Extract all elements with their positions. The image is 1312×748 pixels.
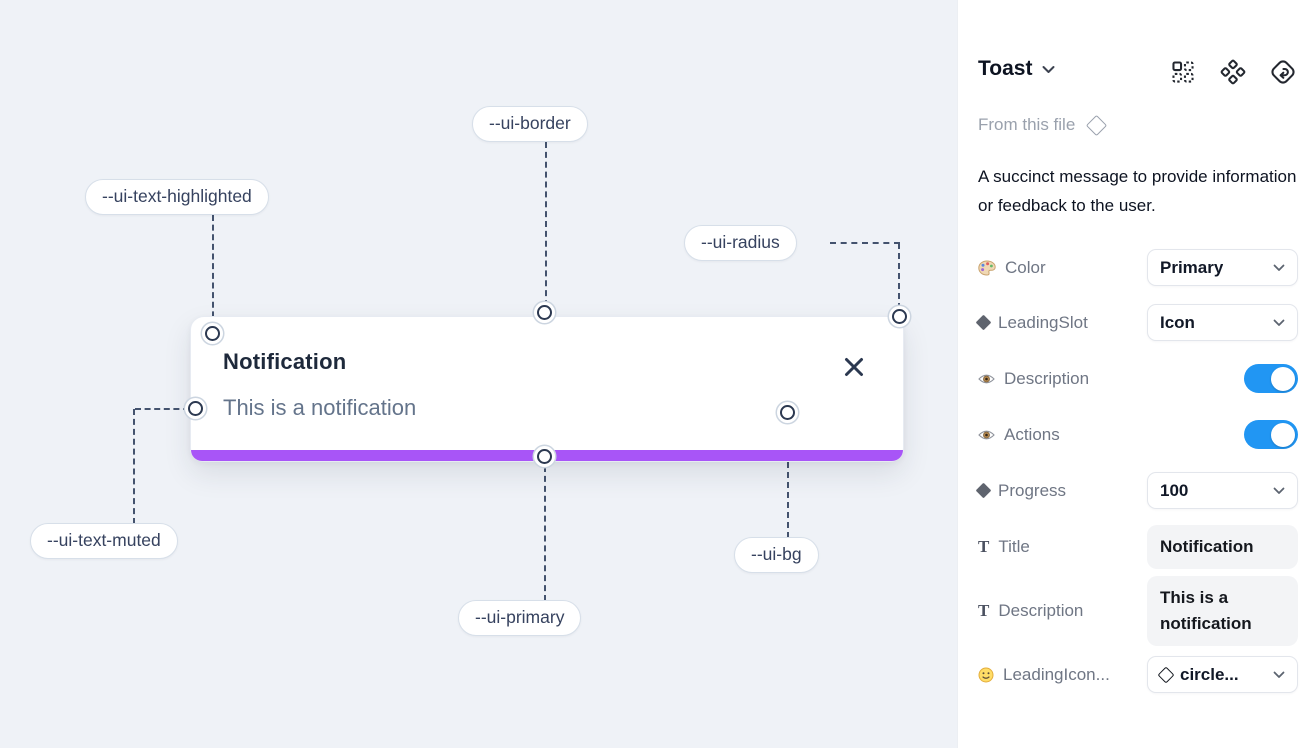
property-label: Progress — [975, 480, 1067, 501]
property-label-text: Title — [998, 537, 1030, 556]
component-diamond-icon[interactable] — [1086, 114, 1108, 136]
property-row-color: Color Primary — [978, 249, 1298, 286]
toggle-knob — [1271, 366, 1295, 391]
line-ui-bg — [787, 422, 789, 538]
property-row-description-text: T Description This is a notification — [978, 575, 1298, 647]
connector-bg[interactable] — [780, 405, 795, 420]
return-to-component-icon[interactable] — [1270, 59, 1296, 85]
connector-primary[interactable] — [537, 449, 552, 464]
eye-icon — [978, 373, 995, 385]
connector-text-highlighted[interactable] — [205, 326, 220, 341]
progress-select-value: 100 — [1160, 480, 1189, 500]
pill-ui-text-muted[interactable]: --ui-text-muted — [30, 523, 178, 559]
instance-grid-icon[interactable] — [1170, 59, 1196, 85]
description-toggle[interactable] — [1244, 364, 1298, 393]
smiley-icon — [978, 667, 994, 683]
panel-action-buttons — [1170, 59, 1296, 85]
color-select-value: Primary — [1160, 257, 1224, 277]
property-label: Actions — [978, 425, 1060, 445]
pill-ui-radius[interactable]: --ui-radius — [684, 225, 797, 261]
line-ui-text-muted-v — [133, 409, 135, 524]
diamond-icon — [975, 482, 992, 499]
component-diamond-icon — [1157, 666, 1175, 683]
line-ui-radius-v — [898, 243, 900, 309]
connector-border[interactable] — [537, 305, 552, 320]
progress-select[interactable]: 100 — [1147, 472, 1298, 509]
pill-ui-border[interactable]: --ui-border — [472, 106, 588, 142]
property-label: LeadingSlot — [975, 312, 1088, 333]
color-select[interactable]: Primary — [1147, 249, 1298, 286]
property-label: T Title — [978, 537, 1030, 557]
toast-description: This is a notification — [223, 395, 417, 420]
panel-title-text: Toast — [978, 57, 1033, 80]
close-icon[interactable] — [842, 355, 866, 379]
property-label-text: LeadingIcon... — [1003, 664, 1110, 684]
property-label: Description — [978, 369, 1089, 389]
property-row-title: T Title Notification — [978, 525, 1298, 569]
line-ui-text-highlighted — [212, 215, 214, 327]
chevron-down-icon — [1042, 65, 1055, 74]
source-row: From this file — [978, 114, 1108, 136]
property-row-leadingslot: LeadingSlot Icon — [975, 304, 1298, 341]
property-label-text: Color — [1005, 257, 1046, 277]
eye-icon — [978, 429, 995, 441]
property-label-text: Progress — [998, 480, 1067, 500]
text-icon: T — [978, 601, 990, 620]
chevron-down-icon — [1273, 264, 1285, 271]
property-label: T Description — [978, 601, 1083, 621]
chevron-down-icon — [1273, 671, 1285, 678]
property-label: Color — [978, 258, 1046, 278]
property-row-leadingicon: LeadingIcon... circle... — [978, 656, 1298, 693]
properties-panel: Toast — [957, 0, 1312, 748]
connector-text-muted[interactable] — [188, 401, 203, 416]
title-input[interactable]: Notification — [1147, 525, 1298, 569]
palette-icon — [978, 259, 996, 276]
property-label-text: Description — [998, 601, 1084, 620]
pill-ui-bg[interactable]: --ui-bg — [734, 537, 819, 573]
leadingicon-select[interactable]: circle... — [1147, 656, 1298, 693]
line-ui-primary — [544, 466, 546, 601]
leadingicon-select-value: circle... — [1180, 664, 1239, 684]
component-selector[interactable]: Toast — [978, 57, 1055, 81]
chevron-down-icon — [1273, 319, 1285, 326]
text-icon: T — [978, 537, 990, 556]
property-label: LeadingIcon... — [978, 665, 1110, 685]
property-row-progress: Progress 100 — [975, 472, 1298, 509]
chevron-down-icon — [1273, 487, 1285, 494]
toast-title: Notification — [223, 349, 347, 374]
leadingslot-select[interactable]: Icon — [1147, 304, 1298, 341]
property-row-description-toggle: Description — [978, 360, 1298, 397]
line-ui-radius-h — [830, 242, 900, 244]
property-row-actions-toggle: Actions — [978, 416, 1298, 453]
component-description: A succinct message to provide informatio… — [978, 167, 1297, 215]
property-label-text: Actions — [1004, 424, 1060, 444]
design-canvas[interactable]: Notification This is a notification --ui… — [0, 0, 957, 748]
pill-ui-primary[interactable]: --ui-primary — [458, 600, 582, 636]
connector-radius[interactable] — [892, 309, 907, 324]
source-label: From this file — [978, 115, 1076, 134]
property-label-text: Description — [1004, 368, 1090, 388]
leadingslot-select-value: Icon — [1160, 312, 1195, 332]
description-input[interactable]: This is a notification — [1147, 576, 1298, 646]
toast-component[interactable]: Notification This is a notification — [190, 316, 904, 462]
component-icon[interactable] — [1220, 59, 1246, 85]
property-label-text: LeadingSlot — [998, 312, 1088, 332]
toggle-knob — [1271, 422, 1295, 447]
actions-toggle[interactable] — [1244, 420, 1298, 449]
line-ui-border — [545, 142, 547, 306]
diamond-icon — [975, 314, 992, 331]
pill-ui-text-highlighted[interactable]: --ui-text-highlighted — [85, 179, 269, 215]
line-ui-text-muted-h — [135, 408, 189, 410]
